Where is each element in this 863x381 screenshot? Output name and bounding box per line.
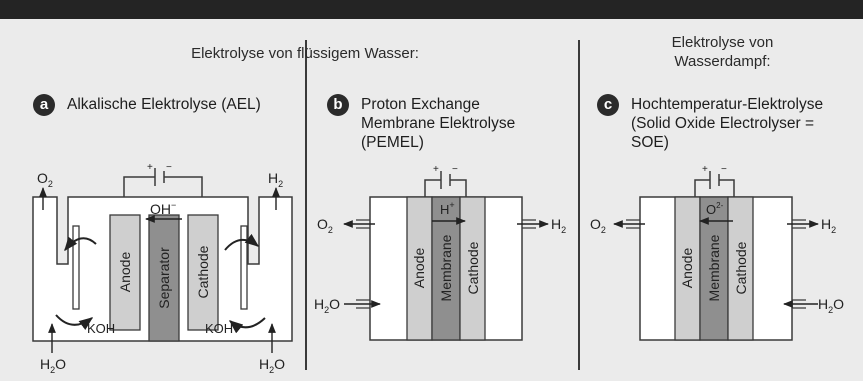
pemel-cathode-label: Cathode (465, 241, 481, 294)
ael-separator-label: Separator (156, 247, 172, 309)
soe-anode-label: Anode (679, 248, 695, 289)
section-divider-bc (578, 40, 580, 370)
pemel-h2-port (522, 219, 536, 229)
soe-h2-port (792, 219, 806, 229)
ael-h2-label: H2 (268, 170, 283, 189)
ael-cathode (187, 214, 219, 331)
ael-ion-label: OH− (150, 200, 176, 217)
pemel-h2o-label: H2O (314, 296, 340, 315)
title-soe-line3: SOE) (631, 134, 669, 151)
pemel-plus-sign: + (433, 164, 439, 175)
ael-h2o-left-label: H2O (40, 356, 66, 375)
badge-a: a (33, 94, 55, 116)
soe-cathode-label: Cathode (733, 241, 749, 294)
pemel-o2-label: O2 (317, 216, 333, 235)
ael-right-baffle (240, 225, 248, 310)
title-soe: Hochtemperatur-Elektrolyse (Solid Oxide … (631, 95, 823, 152)
ael-h2o-right-label: H2O (259, 356, 285, 375)
badge-b: b (327, 94, 349, 116)
pemel-ion-label: H+ (440, 200, 455, 217)
ael-left-baffle (72, 225, 80, 310)
soe-o2-label: O2 (590, 216, 606, 235)
soe-cell: + − Anode Membrane Cathode O2- O2 H2 H2O (590, 164, 844, 341)
pemel-anode (406, 196, 433, 341)
soe-o2-port (626, 219, 640, 229)
title-pemel: Proton Exchange Membrane Elektrolyse (PE… (361, 95, 515, 152)
soe-h2o-port (792, 299, 806, 309)
ael-cell: + − Anode Separator Cathode OH− O2 (32, 162, 293, 375)
ael-separator (148, 214, 180, 342)
soe-anode (674, 196, 701, 341)
pemel-h2-label: H2 (551, 216, 566, 235)
pemel-cell: + − Anode Membrane Cathode H+ O2 H2 H2O (314, 164, 566, 341)
ael-koh-left-label: KOH (87, 321, 115, 336)
ael-anode-label: Anode (117, 252, 133, 293)
soe-plus-sign: + (702, 164, 708, 175)
title-pemel-line2: Membrane Elektrolyse (361, 115, 516, 132)
soe-h2-label: H2 (821, 216, 836, 235)
pemel-minus-sign: − (452, 164, 458, 175)
section-divider-ab (305, 40, 307, 370)
pemel-power-supply (424, 171, 467, 197)
top-bar (0, 0, 863, 19)
soe-membrane-label: Membrane (706, 234, 722, 301)
title-soe-line1: Hochtemperatur-Elektrolyse (631, 96, 824, 113)
title-pemel-line3: (PEMEL) (361, 134, 424, 151)
ael-cathode-label: Cathode (195, 245, 211, 298)
soe-power-supply (694, 171, 735, 197)
ael-o2-label: O2 (37, 170, 53, 189)
badge-c: c (597, 94, 619, 116)
header-water-vapor: Elektrolyse von Wasserdampf: (640, 33, 805, 71)
pemel-o2-port (356, 219, 370, 229)
header-liquid-water: Elektrolyse von flüssigem Wasser: (191, 45, 419, 62)
ael-circulation-arrows (55, 233, 266, 334)
title-ael: Alkalische Elektrolyse (AEL) (67, 95, 261, 114)
ael-minus-sign: − (166, 162, 172, 173)
pemel-h2o-port (356, 299, 370, 309)
pemel-anode-label: Anode (411, 248, 427, 289)
title-soe-line2: (Solid Oxide Electrolyser = (631, 115, 815, 132)
ael-plus-sign: + (147, 162, 153, 173)
soe-minus-sign: − (721, 164, 727, 175)
ael-anode (109, 214, 141, 331)
header-water-vapor-line1: Elektrolyse von (671, 34, 774, 51)
soe-ion-label: O2- (706, 201, 724, 217)
pemel-membrane-label: Membrane (438, 234, 454, 301)
header-water-vapor-line2: Wasserdampf: (674, 53, 771, 70)
title-pemel-line1: Proton Exchange (361, 96, 480, 113)
soe-h2o-label: H2O (818, 296, 844, 315)
title-ael-line1: Alkalische Elektrolyse (AEL) (67, 96, 261, 113)
ael-koh-right-label: KOH (205, 321, 233, 336)
